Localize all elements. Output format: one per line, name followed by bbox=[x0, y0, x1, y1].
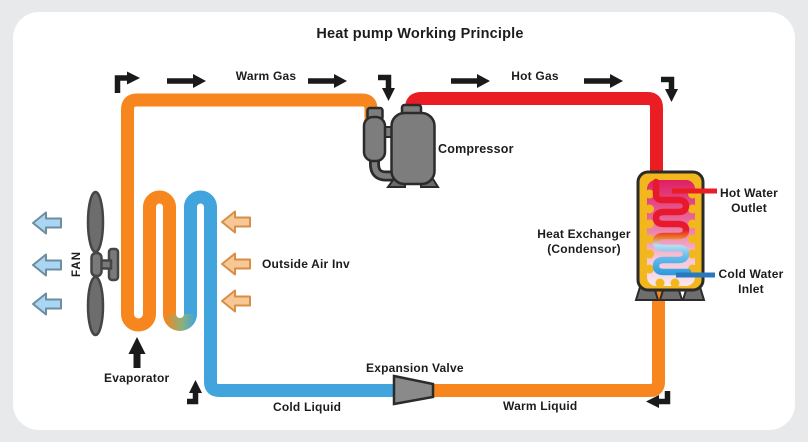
outside-air-arrows bbox=[221, 210, 251, 313]
flow-arrow-bend-down-icon bbox=[378, 74, 395, 101]
heat-exchanger-tank bbox=[634, 170, 717, 301]
flow-arrows bbox=[114, 71, 678, 408]
warm-liquid-label: Warm Liquid bbox=[503, 399, 578, 413]
flow-arrow-bend-up-icon bbox=[187, 380, 202, 405]
expansion-valve-icon bbox=[392, 374, 435, 406]
cold-liquid-pipe bbox=[184, 190, 400, 397]
compressor-icon bbox=[362, 103, 440, 188]
flow-arrow-right-icon bbox=[584, 74, 623, 88]
flow-arrow-right-icon bbox=[451, 74, 490, 88]
heat-exchanger-label: Heat Exchanger bbox=[537, 227, 631, 241]
flow-arrow-right-icon bbox=[167, 74, 206, 88]
cold-liquid-label: Cold Liquid bbox=[273, 400, 342, 414]
flow-arrow-bend-left-icon bbox=[646, 391, 671, 408]
evaporator-arrow-up-icon bbox=[128, 337, 146, 368]
hot-water-outlet-label2: Outlet bbox=[731, 201, 767, 215]
evaporator-transition-pipe bbox=[163, 313, 197, 331]
flow-arrow-right-icon bbox=[308, 74, 347, 88]
air-arrow-left-orange-icon bbox=[221, 289, 251, 313]
warm-liquid-pipe bbox=[428, 283, 665, 397]
air-arrow-left-blue-icon bbox=[32, 253, 62, 277]
fan-icon bbox=[86, 190, 120, 337]
warm-gas-label: Warm Gas bbox=[235, 69, 297, 83]
flow-arrow-bend-down-icon bbox=[661, 76, 678, 102]
air-arrow-left-orange-icon bbox=[221, 252, 251, 276]
cold-water-inlet-label: Cold Water bbox=[718, 267, 784, 281]
compressor-label: Compressor bbox=[438, 142, 514, 156]
air-arrow-left-blue-icon bbox=[32, 211, 62, 235]
page-title: Heat pump Working Principle bbox=[316, 26, 524, 42]
expansion-valve-label: Expansion Valve bbox=[366, 361, 464, 375]
outside-air-label: Outside Air Inv bbox=[262, 257, 350, 271]
fan-air-arrows bbox=[32, 211, 62, 316]
tank-wall-scallops bbox=[645, 189, 697, 288]
warm-gas-pipe bbox=[121, 93, 378, 332]
heat-exchanger-sublabel: (Condensor) bbox=[547, 242, 621, 256]
air-arrow-left-orange-icon bbox=[221, 210, 251, 234]
cold-water-inlet-label2: Inlet bbox=[738, 282, 764, 296]
air-arrow-left-blue-icon bbox=[32, 292, 62, 316]
evaporator-label: Evaporator bbox=[104, 371, 170, 385]
flow-arrow-bend-right-icon bbox=[114, 71, 140, 93]
tank-coil bbox=[652, 178, 692, 276]
hot-gas-label: Hot Gas bbox=[511, 69, 559, 83]
fan-label: FAN bbox=[71, 251, 83, 277]
hot-water-outlet-label: Hot Water bbox=[719, 186, 779, 200]
